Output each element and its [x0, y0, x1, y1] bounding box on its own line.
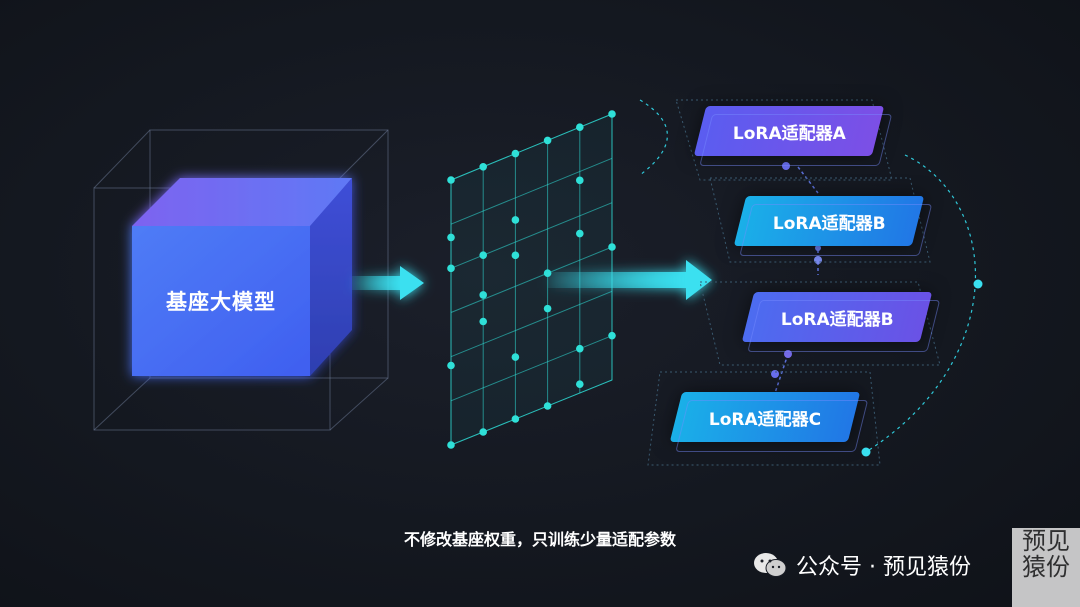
weight-grid	[447, 110, 616, 449]
watermark: 公众号 · 预见猿份	[752, 548, 971, 582]
grid-node	[447, 176, 455, 184]
grid-node	[576, 176, 584, 185]
arrow-to-adapters	[548, 260, 712, 300]
adapter-b-2-label: LoRA适配器B	[780, 309, 894, 330]
wechat-icon	[754, 553, 787, 577]
side-arc	[639, 99, 977, 453]
grid-node	[479, 428, 488, 436]
grid-line	[450, 157, 613, 225]
grid-node	[479, 251, 488, 259]
adapter-b-1: LoRA适配器B	[733, 196, 925, 246]
grid-node	[479, 317, 488, 326]
grid-node	[447, 361, 455, 370]
arrow-to-grid	[352, 266, 424, 300]
grid-node	[511, 415, 520, 423]
grid-node	[608, 243, 616, 251]
grid-node	[576, 229, 584, 238]
grid-node	[576, 123, 584, 131]
grid-node	[608, 110, 616, 118]
adapter-b-1-label: LoRA适配器B	[772, 213, 886, 234]
grid-node	[576, 380, 584, 388]
grid-node	[511, 216, 520, 224]
grid-node	[543, 304, 552, 313]
adapter-frames	[647, 99, 941, 466]
adapter-c-label: LoRA适配器C	[708, 409, 822, 430]
grid-line	[450, 246, 613, 313]
grid-line	[450, 290, 613, 358]
grid-line	[450, 379, 613, 446]
stamp-logo: 预见猿份	[1012, 528, 1080, 607]
adapter-a: LoRA适配器A	[693, 106, 885, 156]
grid-line	[450, 113, 613, 181]
base-model-label: 基座大模型	[166, 290, 276, 314]
watermark-text: 公众号 · 预见猿份	[796, 555, 971, 580]
adapter-b-2: LoRA适配器B	[741, 292, 933, 342]
grid-node	[576, 344, 584, 353]
grid-node	[447, 441, 455, 449]
grid-node	[511, 353, 520, 361]
adapter-a-label: LoRA适配器A	[732, 123, 846, 144]
grid-node	[511, 149, 520, 158]
grid-line	[450, 335, 613, 402]
grid-node	[543, 402, 552, 410]
base-model-cube	[132, 178, 352, 376]
grid-node	[479, 163, 488, 171]
adapter-c: LoRA适配器C	[669, 392, 861, 442]
grid-node	[543, 136, 552, 145]
grid-node	[447, 233, 455, 242]
arc-dots	[861, 279, 983, 457]
grid-node	[511, 251, 520, 260]
grid-node	[479, 291, 488, 299]
grid-node	[447, 264, 455, 273]
grid-node	[608, 331, 616, 340]
subtitle-caption: 不修改基座权重，只训练少量适配参数	[403, 530, 676, 549]
grid-line	[450, 202, 613, 269]
